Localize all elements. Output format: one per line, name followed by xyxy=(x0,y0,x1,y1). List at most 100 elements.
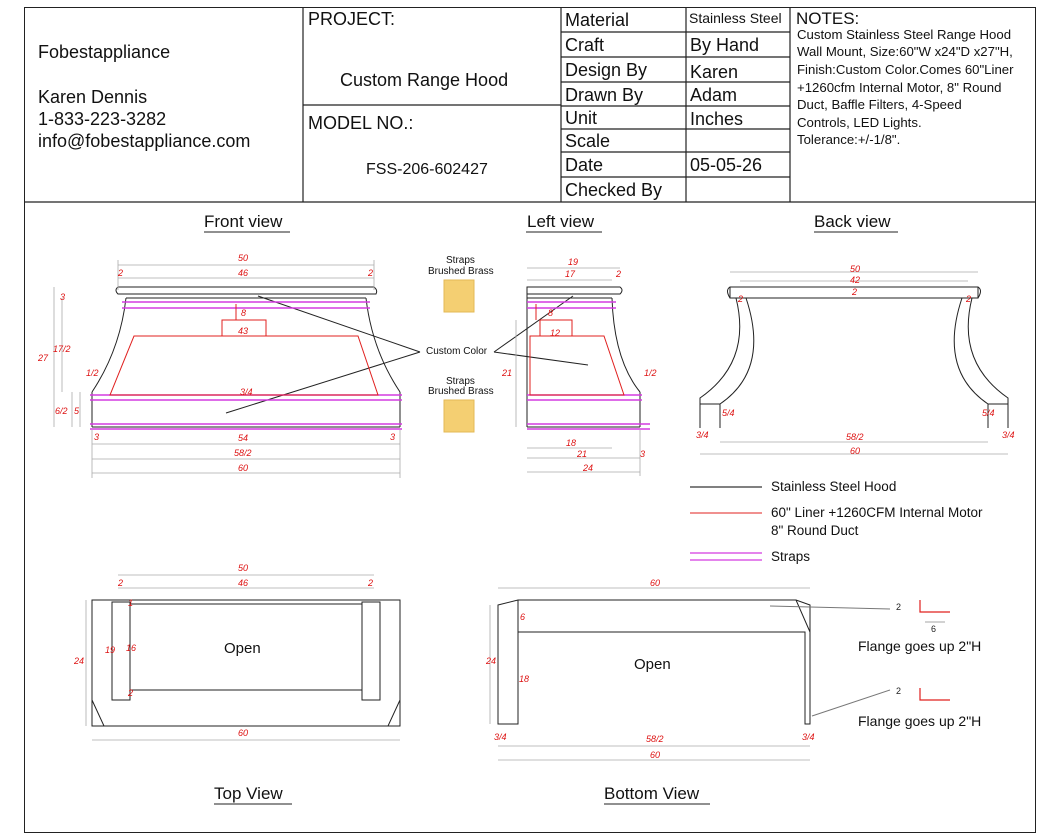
flange-note: Flange goes up 2"H xyxy=(858,638,982,654)
front-view-drawing xyxy=(91,286,421,428)
dim-label: 50 xyxy=(850,264,861,274)
model-label: MODEL NO.: xyxy=(308,113,414,133)
straps-callout: Straps xyxy=(446,255,475,266)
dim-label: 5/4 xyxy=(982,408,995,418)
dim-label: 60 xyxy=(650,578,661,588)
dim-label: 3/4 xyxy=(240,387,253,397)
dim-label: 3 xyxy=(640,449,646,459)
spec-value: By Hand xyxy=(690,35,760,55)
legend-label: Straps xyxy=(771,549,811,564)
spec-label: Checked By xyxy=(565,180,663,200)
legend-label: 8" Round Duct xyxy=(771,523,859,538)
dim-label: 1/2 xyxy=(86,368,99,378)
flange-note: Flange goes up 2"H xyxy=(858,713,982,729)
back-view-dims xyxy=(700,271,1008,455)
bottom-view-drawing xyxy=(497,599,891,725)
contact-name: Karen Dennis xyxy=(38,87,148,107)
company-name: Fobestappliance xyxy=(38,42,171,62)
dim-label: 2 xyxy=(738,294,744,304)
spec-label: Date xyxy=(565,155,604,175)
dim-label: 2 xyxy=(368,268,374,278)
dim-label: 2 xyxy=(128,688,134,698)
bottom-view-title: Bottom View xyxy=(604,784,700,803)
dim-label: 58/2 xyxy=(646,734,664,744)
dim-label: 2 xyxy=(896,602,902,612)
spec-value: Adam xyxy=(690,85,738,105)
front-view-dims xyxy=(53,260,401,478)
dim-label: 2 xyxy=(616,269,622,279)
spec-value: Karen xyxy=(690,62,739,82)
legend-label: Stainless Steel Hood xyxy=(771,479,897,494)
contact-phone: 1-833-223-3282 xyxy=(38,109,167,129)
left-view-dims xyxy=(515,267,641,476)
dim-label: 2 xyxy=(368,578,374,588)
dim-label: 46 xyxy=(238,268,249,278)
top-view-drawing xyxy=(91,599,401,727)
notes-title: NOTES: xyxy=(796,9,860,28)
dim-label: 3/4 xyxy=(802,732,815,742)
dim-label: 21 xyxy=(577,449,588,459)
straps-callout: Straps xyxy=(446,376,475,387)
notes-line: Custom Stainless Steel Range Hood xyxy=(797,27,1012,42)
dim-label: 3/4 xyxy=(696,430,709,440)
project-label: PROJECT: xyxy=(308,9,396,29)
left-view-title: Left view xyxy=(527,212,595,231)
back-view-title: Back view xyxy=(814,212,891,231)
dim-label: 5 xyxy=(74,406,80,416)
notes-line: Duct, Baffle Filters, 4-Speed xyxy=(797,97,962,112)
dim-label: 19 xyxy=(568,257,579,267)
dim-label: 50 xyxy=(238,563,249,573)
dim-label: 19 xyxy=(105,645,116,655)
open-label: Open xyxy=(224,640,261,657)
dim-label: 1 xyxy=(128,598,134,608)
dim-label: 24 xyxy=(74,656,85,666)
custom-color-callout: Custom Color xyxy=(426,346,488,357)
dim-label: 1/2 xyxy=(644,368,657,378)
title-block-grid xyxy=(24,7,1036,203)
spec-label: Drawn By xyxy=(565,85,644,105)
left-view-straps xyxy=(527,301,650,430)
bottom-view-dims xyxy=(489,587,810,761)
dim-label: 3/4 xyxy=(494,732,507,742)
contact-email: info@fobestappliance.com xyxy=(38,131,251,151)
dim-label: 8 xyxy=(241,308,247,318)
dim-label: 18 xyxy=(519,674,530,684)
spec-label: Scale xyxy=(565,131,611,151)
notes-line: +1260cfm Internal Motor, 8" Round xyxy=(797,80,1002,95)
dim-label: 18 xyxy=(566,438,577,448)
front-view-liner xyxy=(109,304,379,396)
dim-label: 3/4 xyxy=(1002,430,1015,440)
dim-label: 8 xyxy=(548,308,554,318)
dim-label: 50 xyxy=(238,253,249,263)
dim-label: 58/2 xyxy=(846,432,864,442)
dim-label: 2 xyxy=(118,578,124,588)
straps-callout: Brushed Brass xyxy=(428,386,494,397)
dim-label: 43 xyxy=(238,326,249,336)
dim-label: 60 xyxy=(238,728,249,738)
legend-label: 60" Liner +1260CFM Internal Motor xyxy=(771,505,983,520)
dim-label: 6 xyxy=(931,624,937,634)
dim-label: 17/2 xyxy=(53,344,71,354)
dim-label: 2 xyxy=(966,294,972,304)
spec-label: Craft xyxy=(565,35,605,55)
dim-label: 60 xyxy=(650,750,661,760)
spec-label: Design By xyxy=(565,60,648,80)
dim-label: 42 xyxy=(850,275,861,285)
project-value: Custom Range Hood xyxy=(340,70,509,90)
brass-swatch-top xyxy=(443,279,475,313)
spec-label: Material xyxy=(565,10,630,30)
dim-label: 6 xyxy=(520,612,526,622)
dim-label: 46 xyxy=(238,578,249,588)
dim-label: 58/2 xyxy=(234,448,252,458)
dim-label: 24 xyxy=(583,463,594,473)
left-view-liner xyxy=(529,304,625,396)
spec-value: Inches xyxy=(690,109,744,129)
dim-label: 17 xyxy=(565,269,576,279)
spec-value: Stainless Steel xyxy=(689,10,782,26)
open-label: Open xyxy=(634,656,671,673)
dim-label: 5/4 xyxy=(722,408,735,418)
flange-detail xyxy=(919,600,950,701)
dim-label: 16 xyxy=(126,643,137,653)
top-view-dims xyxy=(85,574,400,741)
